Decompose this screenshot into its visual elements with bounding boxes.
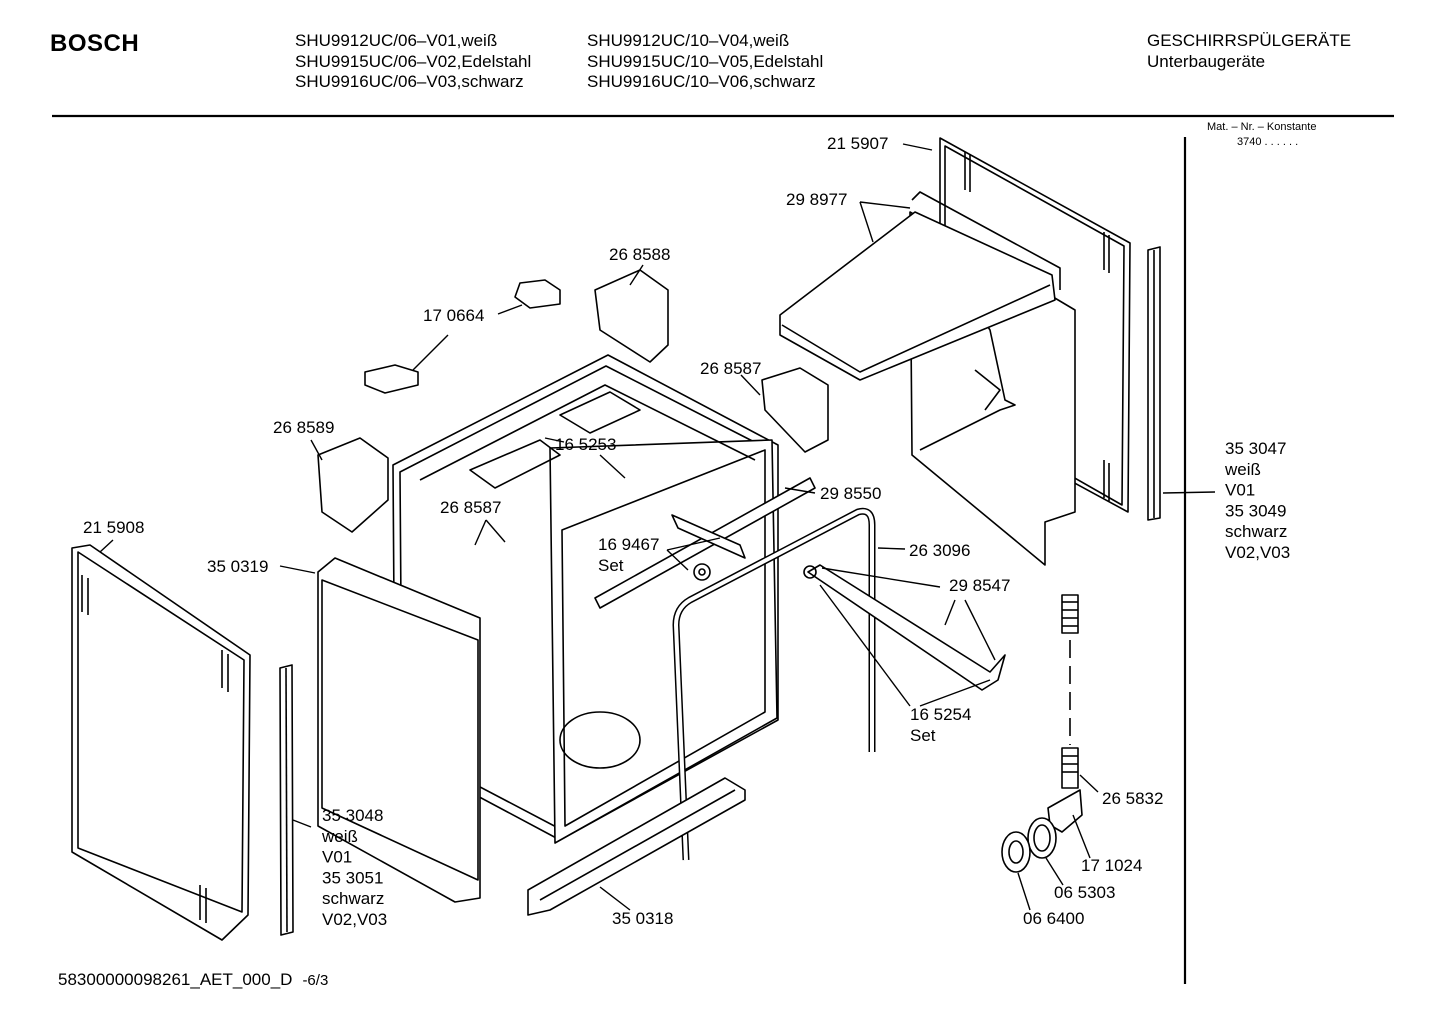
brand-logo: BOSCH xyxy=(50,30,140,57)
part-label-350319: 35 0319 xyxy=(207,557,268,576)
category-title: GESCHIRRSPÜLGERÄTE xyxy=(1147,31,1352,50)
category-subtitle: Unterbaugeräte xyxy=(1147,51,1266,71)
model-line: SHU9916UC/10–V06,schwarz xyxy=(587,72,816,91)
part-label-353048: 35 3048 weiß V01 35 3051 schwarz V02,V03 xyxy=(321,806,389,929)
model-line: SHU9915UC/10–V05,Edelstahl xyxy=(587,51,824,71)
base-rail-part xyxy=(527,777,746,916)
hinge-arm-part xyxy=(803,564,1006,691)
left-trim-strip-part xyxy=(279,664,294,936)
part-label-169467: 16 9467 Set xyxy=(598,535,664,575)
part-label-165253: 16 5253 xyxy=(555,435,616,454)
part-label-268588: 26 8588 xyxy=(609,245,670,264)
material-number: Mat. – Nr. – Konstante 3740 . . . . . . xyxy=(1207,120,1316,150)
hinge-set-part xyxy=(671,514,746,581)
leader-lines xyxy=(99,143,1216,911)
part-label-353047: 35 3047 weiß V01 35 3049 schwarz V02,V03 xyxy=(1224,439,1292,562)
ring-part xyxy=(1001,817,1057,873)
part-label-298547: 29 8547 xyxy=(949,576,1010,595)
part-label-170664: 17 0664 xyxy=(423,306,484,325)
door-seal-part xyxy=(672,507,876,861)
left-side-panel-part xyxy=(71,544,251,941)
model-line: SHU9912UC/10–V04,weiß xyxy=(587,31,790,50)
footer-doc-id: 58300000098261_AET_000_D -6/3 xyxy=(58,970,328,990)
rear-cover-part xyxy=(779,191,1076,566)
material-number-label: Mat. – Nr. – Konstante xyxy=(1207,121,1317,133)
part-labels: 21 5907 29 8977 26 8588 17 0664 26 8587 … xyxy=(83,134,1292,929)
part-label-298977: 29 8977 xyxy=(786,190,847,209)
part-label-263096: 26 3096 xyxy=(909,541,970,560)
side-panel-part xyxy=(317,557,481,903)
material-number-value: 3740 . . . . . . xyxy=(1237,136,1299,148)
model-line: SHU9916UC/06–V03,schwarz xyxy=(295,72,524,91)
part-label-268587: 26 8587 xyxy=(440,498,501,517)
model-list-right: SHU9912UC/10–V04,weiß SHU9915UC/10–V05,E… xyxy=(587,31,823,93)
part-label-268589: 26 8589 xyxy=(273,418,334,437)
doc-id: 58300000098261_AET_000_D xyxy=(58,970,293,989)
part-label-215908: 21 5908 xyxy=(83,518,144,537)
part-label-165254: 16 5254 Set xyxy=(910,705,976,745)
right-trim-strip-part xyxy=(1147,246,1161,521)
sheet-number: -6/3 xyxy=(302,972,329,989)
bracket-part xyxy=(364,279,561,394)
part-label-298550: 29 8550 xyxy=(820,484,881,503)
adjustable-foot-part xyxy=(1047,594,1083,833)
model-list-left: SHU9912UC/06–V01,weiß SHU9915UC/06–V02,E… xyxy=(295,31,531,93)
part-label-265832: 26 5832 xyxy=(1102,789,1163,808)
part-label-215907: 21 5907 xyxy=(827,134,888,153)
category-block: GESCHIRRSPÜLGERÄTE Unterbaugeräte xyxy=(1147,31,1351,72)
part-label-350318: 35 0318 xyxy=(612,909,673,928)
model-line: SHU9912UC/06–V01,weiß xyxy=(295,31,498,50)
part-label-066400: 06 6400 xyxy=(1023,909,1084,928)
part-label-268587: 26 8587 xyxy=(700,359,761,378)
model-line: SHU9915UC/06–V02,Edelstahl xyxy=(295,51,532,71)
part-label-065303: 06 5303 xyxy=(1054,883,1115,902)
rail-part xyxy=(594,477,816,609)
part-label-171024: 17 1024 xyxy=(1081,856,1142,875)
